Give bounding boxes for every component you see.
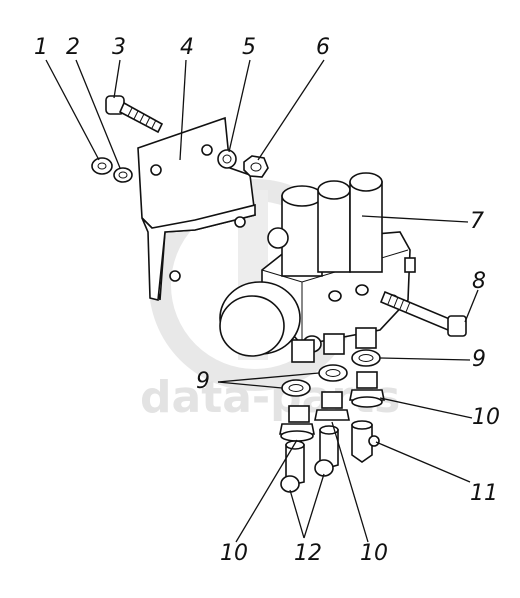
callout-3: 3: [112, 35, 126, 60]
seal-rings: [281, 349, 381, 397]
callout-10-right: 10: [472, 405, 500, 430]
callout-11: 11: [470, 481, 498, 506]
callout-5: 5: [242, 35, 256, 60]
callout-6: 6: [316, 35, 330, 60]
bolt-part-8: [379, 290, 467, 337]
callout-8: 8: [472, 269, 486, 294]
callout-4: 4: [180, 35, 194, 60]
mounting-bracket: [137, 116, 256, 301]
callout-9-left: 9: [196, 369, 210, 394]
callout-7: 7: [470, 209, 484, 234]
valve-block: [219, 172, 416, 363]
washer-part-2: [113, 167, 133, 183]
callout-1: 1: [34, 35, 48, 60]
nut-part-6: [243, 155, 269, 178]
callout-9-right: 9: [472, 347, 486, 372]
bolt-part-3: [105, 95, 164, 134]
callout-2: 2: [66, 35, 80, 60]
callout-10-bottom: 10: [360, 541, 388, 566]
callout-10-left: 10: [220, 541, 248, 566]
nut-part-1: [91, 157, 113, 175]
washer-part-5: [217, 149, 237, 169]
callout-12: 12: [294, 541, 322, 566]
leader-lines: [45, 59, 479, 543]
fittings: [279, 371, 385, 442]
